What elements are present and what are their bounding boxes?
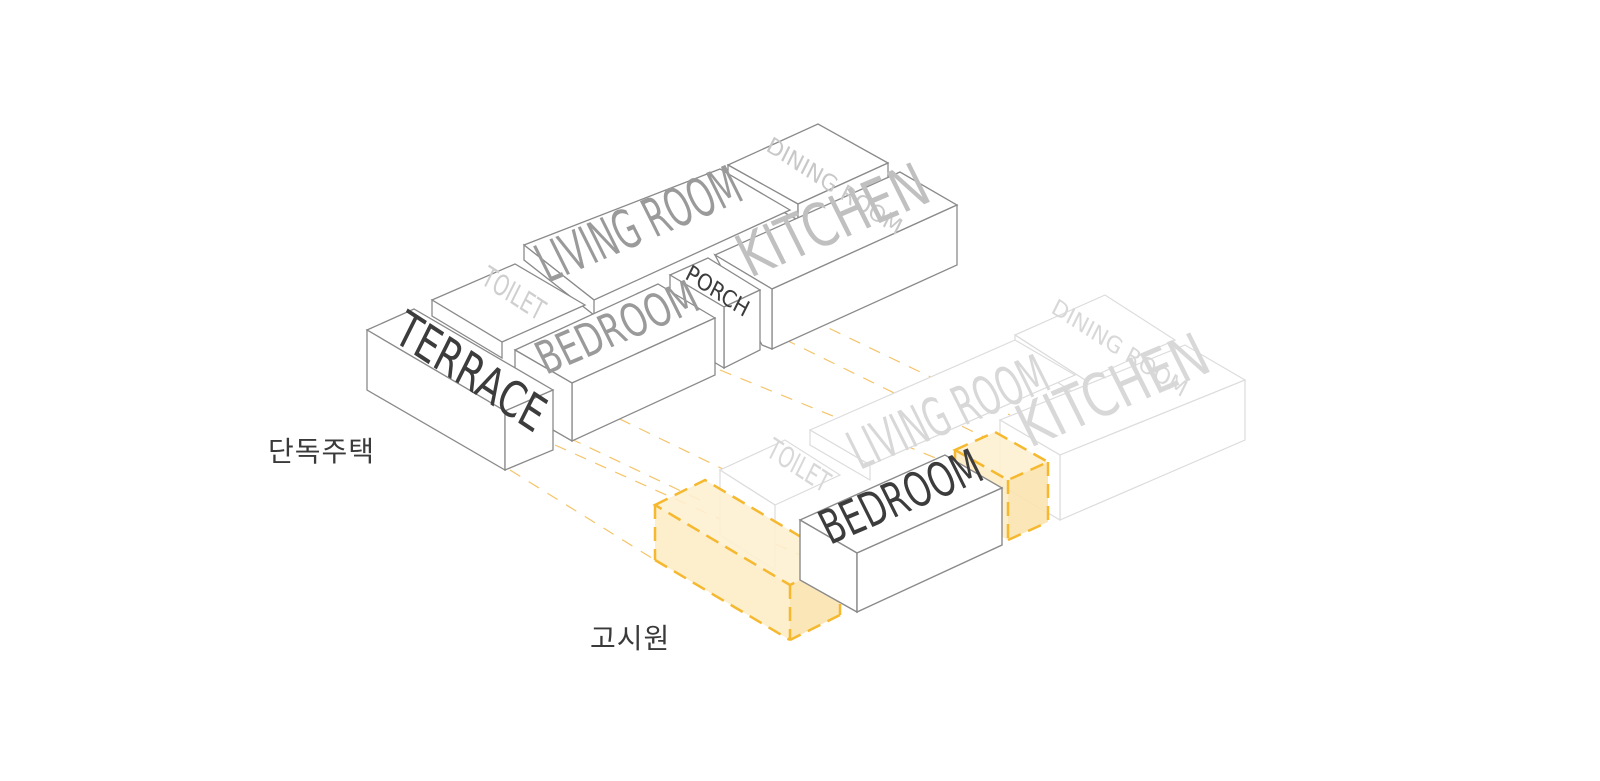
goshiwon-bedroom-block (798, 454, 1004, 614)
goshiwon-type-label: 고시원 (590, 622, 671, 655)
house-blocks (365, 123, 959, 472)
house-type-label: 단독주택 (268, 435, 376, 468)
